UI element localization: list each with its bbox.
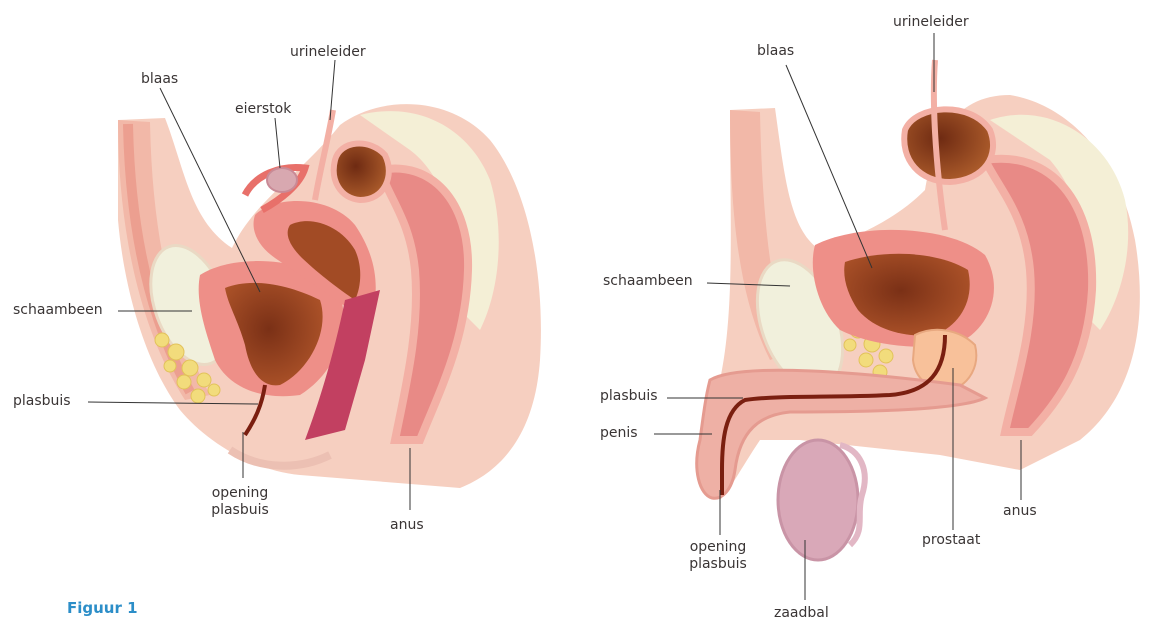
label-male-zaadbal: zaadbal <box>774 605 829 622</box>
label-male-opening-line1: opening <box>678 539 758 556</box>
label-female-opening-line2: plasbuis <box>200 502 280 519</box>
label-female-opening-line1: opening <box>200 485 280 502</box>
label-female-plasbuis: plasbuis <box>13 393 71 410</box>
female-anatomy <box>88 60 541 510</box>
label-male-prostaat: prostaat <box>922 532 980 549</box>
female-ovary <box>267 168 297 192</box>
figure-caption: Figuur 1 <box>67 599 138 617</box>
female-sigmoid <box>334 144 389 200</box>
label-male-anus: anus <box>1003 503 1037 520</box>
label-male-penis: penis <box>600 425 638 442</box>
male-anatomy <box>654 33 1140 600</box>
label-male-urineleider: urineleider <box>893 14 969 31</box>
label-male-opening-line2: plasbuis <box>678 556 758 573</box>
label-male-opening-plasbuis: opening plasbuis <box>678 539 758 573</box>
label-male-blaas: blaas <box>757 43 794 60</box>
label-male-plasbuis: plasbuis <box>600 388 658 405</box>
male-testis <box>778 440 858 560</box>
label-female-blaas: blaas <box>141 71 178 88</box>
label-female-urineleider: urineleider <box>290 44 366 61</box>
label-female-schaambeen: schaambeen <box>13 302 103 319</box>
label-female-opening-plasbuis: opening plasbuis <box>200 485 280 519</box>
label-male-schaambeen: schaambeen <box>603 273 693 290</box>
male-sigmoid <box>904 109 993 182</box>
label-female-anus: anus <box>390 517 424 534</box>
label-female-eierstok: eierstok <box>235 101 291 118</box>
